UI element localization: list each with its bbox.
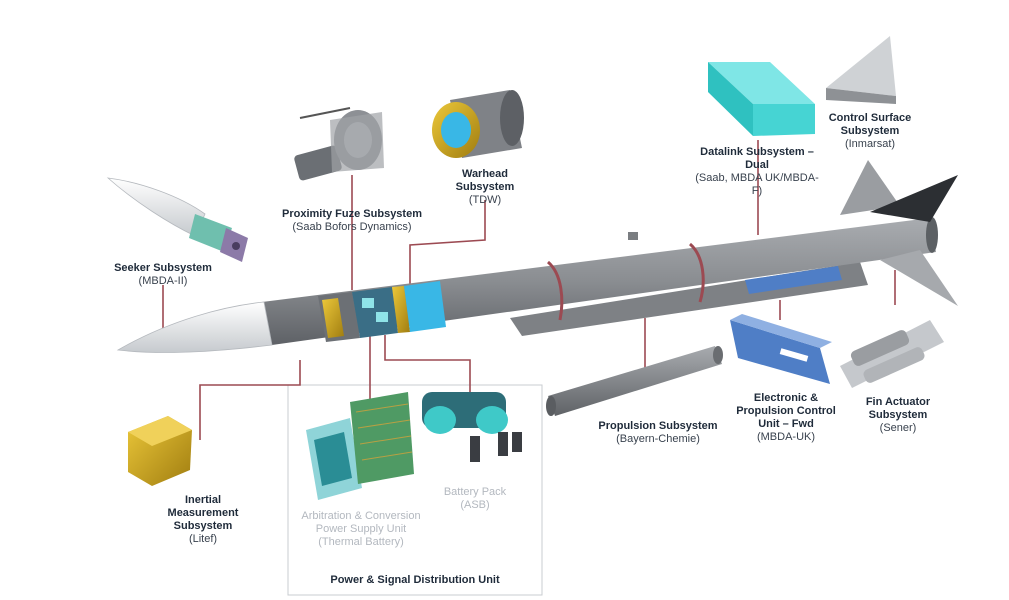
missile-body <box>116 160 958 353</box>
label-propulsion: Propulsion Subsystem (Bayern-Chemie) <box>598 420 718 445</box>
upper-fin-black <box>870 175 958 222</box>
band-1 <box>546 260 564 321</box>
warhead-section-gold <box>392 286 410 333</box>
lug <box>628 232 638 240</box>
propulsion-component <box>546 346 723 416</box>
label-battery: Battery Pack (ASB) <box>443 486 507 511</box>
fin-actuator-component <box>840 320 944 388</box>
electronics-section <box>352 287 398 338</box>
dorsal-fin <box>840 160 900 215</box>
psdu-frame <box>287 384 543 596</box>
datalink-component <box>708 62 815 136</box>
battery-component <box>422 392 522 462</box>
radome <box>116 301 273 353</box>
band-2 <box>688 242 705 303</box>
seeker-component <box>106 177 248 262</box>
leader-lines <box>162 140 896 440</box>
electronics-box-a <box>362 298 374 308</box>
tail-cap <box>926 217 938 253</box>
label-inertial: Inertial Measurement Subsystem (Litef) <box>167 494 239 545</box>
label-control-surface: Control Surface Subsystem (Inmarsat) <box>828 112 912 150</box>
epcu-component <box>730 314 832 384</box>
label-seeker: Seeker Subsystem (MBDA-II) <box>114 262 212 287</box>
leader-battery <box>384 335 471 395</box>
warhead-section-blue <box>404 281 446 332</box>
label-warhead: Warhead Subsystem (TDW) <box>455 168 515 206</box>
fuze-section-gold <box>322 298 344 338</box>
leader-warhead <box>409 200 486 290</box>
lower-fin <box>880 250 958 306</box>
label-psdu: Power & Signal Distribution Unit <box>330 574 500 586</box>
label-datalink: Datalink Subsystem – Dual (Saab, MBDA UK… <box>695 146 819 197</box>
warhead-component <box>432 90 524 158</box>
inertial-component <box>128 416 192 486</box>
label-adaptor: Arbitration & Conversion Power Supply Un… <box>301 510 421 548</box>
label-fin-actuator: Fin Actuator Subsystem (Sener) <box>865 396 931 434</box>
label-epcu: Electronic & Propulsion Control Unit – F… <box>736 392 836 443</box>
epcu-in-body <box>745 266 842 294</box>
electronics-box-b <box>376 312 388 322</box>
label-fuze: Proximity Fuze Subsystem (Saab Bofors Dy… <box>282 208 422 233</box>
leader-inertial <box>199 360 301 440</box>
fuze-component <box>294 107 384 181</box>
adaptor-component <box>306 392 414 500</box>
control-surface-component <box>826 36 896 104</box>
